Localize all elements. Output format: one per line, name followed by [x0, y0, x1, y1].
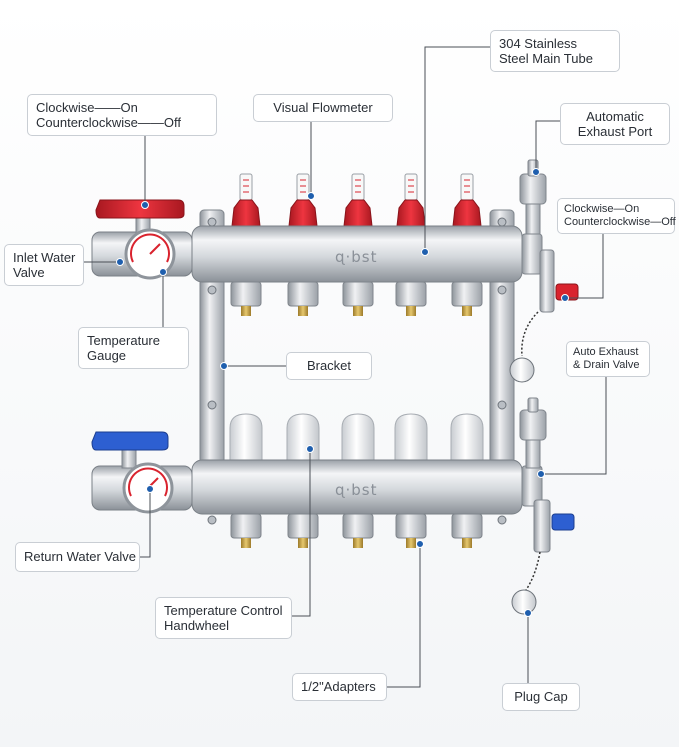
label-adapters: 1/2"Adapters	[292, 673, 387, 701]
label-main-tube: 304 Stainless Steel Main Tube	[490, 30, 620, 72]
logo-top: ɋ·bst	[335, 248, 378, 266]
label-return-valve: Return Water Valve	[15, 542, 140, 572]
logo-bottom: ɋ·bst	[335, 481, 378, 499]
label-exhaust-drain-line2: & Drain Valve	[573, 359, 640, 371]
label-main-tube-line1: 304 Stainless	[499, 36, 578, 51]
label-exhaust-drain: Auto Exhaust & Drain Valve	[566, 341, 650, 377]
plug-cap-icon	[511, 589, 537, 615]
return-water-valve	[91, 431, 193, 514]
label-inlet-rotation-line2: Counterclockwise——Off	[36, 115, 181, 130]
label-drain-rotation-line2: Counterclockwise—Off	[564, 216, 676, 228]
label-drain-rotation-line1: Clockwise—On	[564, 203, 640, 215]
label-temperature-gauge-line1: Temperature	[87, 333, 160, 348]
flowmeter	[452, 173, 482, 227]
return-exhaust-drain-assembly	[511, 397, 575, 615]
label-handwheel: Temperature Control Handwheel	[155, 597, 292, 639]
label-handwheel-line1: Temperature Control	[164, 603, 283, 618]
inlet-water-valve	[91, 199, 193, 280]
label-temperature-gauge-line2: Gauge	[87, 348, 127, 363]
label-main-tube-line2: Steel Main Tube	[499, 51, 593, 66]
label-bracket-text: Bracket	[306, 358, 352, 373]
handwheels	[229, 413, 484, 463]
label-exhaust-drain-line1: Auto Exhaust	[573, 346, 639, 358]
label-visual-flowmeter-text: Visual Flowmeter	[273, 100, 373, 115]
label-plug-cap-text: Plug Cap	[514, 689, 568, 704]
supply-exhaust-drain-assembly	[509, 159, 579, 383]
flowmeters	[231, 173, 482, 227]
label-exhaust-port-line2: Exhaust Port	[577, 124, 653, 139]
label-inlet-rotation: Clockwise——On Counterclockwise——Off	[27, 94, 217, 136]
label-exhaust-port-line1: Automatic	[586, 109, 644, 124]
flowmeter	[343, 173, 373, 227]
leader-lines	[84, 46, 607, 688]
flowmeter	[231, 173, 261, 227]
callout-dots	[116, 168, 569, 617]
flowmeter	[396, 173, 426, 227]
label-inlet-valve-line2: Valve	[13, 265, 45, 280]
label-handwheel-line2: Handwheel	[164, 618, 230, 633]
label-adapters-text: 1/2"Adapters	[301, 679, 376, 694]
label-temperature-gauge: Temperature Gauge	[78, 327, 189, 369]
label-return-valve-text: Return Water Valve	[24, 549, 136, 564]
label-inlet-rotation-line1: Clockwise——On	[36, 100, 138, 115]
label-visual-flowmeter: Visual Flowmeter	[253, 94, 393, 122]
label-inlet-valve: Inlet Water Valve	[4, 244, 84, 286]
label-drain-rotation: Clockwise—On Counterclockwise—Off	[557, 198, 676, 234]
label-inlet-valve-line1: Inlet Water	[13, 250, 76, 265]
label-exhaust-port: Automatic Exhaust Port	[560, 103, 670, 145]
label-plug-cap: Plug Cap	[502, 683, 580, 711]
supply-adapters	[230, 281, 483, 316]
label-bracket: Bracket	[286, 352, 372, 380]
return-adapters	[230, 513, 483, 548]
flowmeter	[288, 173, 318, 227]
